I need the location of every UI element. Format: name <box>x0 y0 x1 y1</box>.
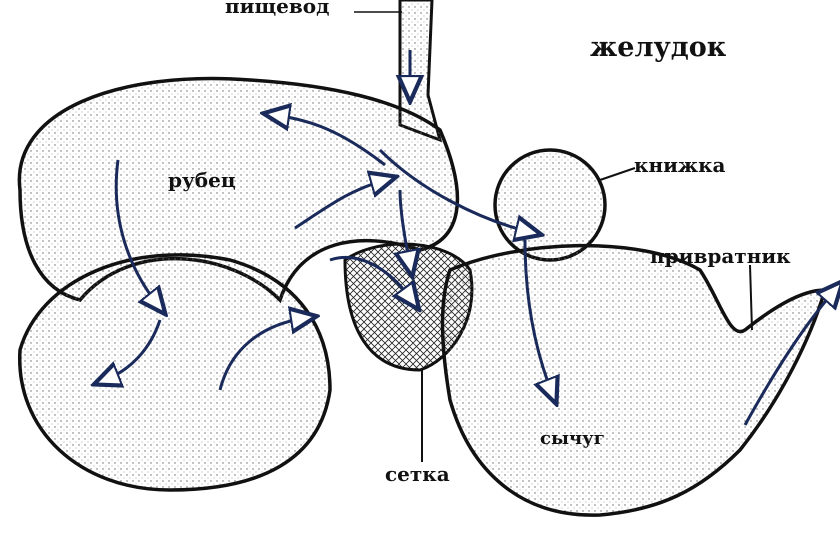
label-esophagus: пищевод <box>225 0 330 18</box>
label-abomasum: сычуг <box>540 428 605 449</box>
label-stomach: желудок <box>590 32 727 63</box>
label-omasum: книжка <box>634 153 726 177</box>
rumen-lower-shape <box>18 253 332 492</box>
abomasum-shape <box>440 243 828 517</box>
label-pylorus: привратник <box>650 244 791 268</box>
omasum-shape <box>493 148 607 262</box>
flow-arrows <box>105 50 835 426</box>
label-reticulum: сетка <box>385 462 450 486</box>
label-rumen: рубец <box>168 168 236 192</box>
